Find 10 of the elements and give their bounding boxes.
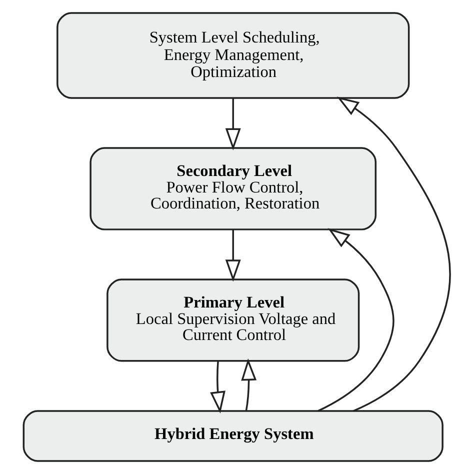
arrow: [210, 360, 226, 414]
arrow: [318, 228, 394, 412]
arrow: [241, 358, 257, 412]
arrow: [225, 230, 241, 282]
node-box: Hybrid Energy System: [22, 410, 444, 462]
node-box: System Level Scheduling, Energy Management, Optimization: [56, 12, 410, 99]
node-box: Secondary Level Power Flow Control, Coordination, Restoration: [90, 147, 377, 230]
arrow: [225, 98, 241, 150]
node-box: Primary Level Local Supervision Voltage and Current Control: [106, 278, 360, 362]
arrow: [336, 96, 451, 412]
